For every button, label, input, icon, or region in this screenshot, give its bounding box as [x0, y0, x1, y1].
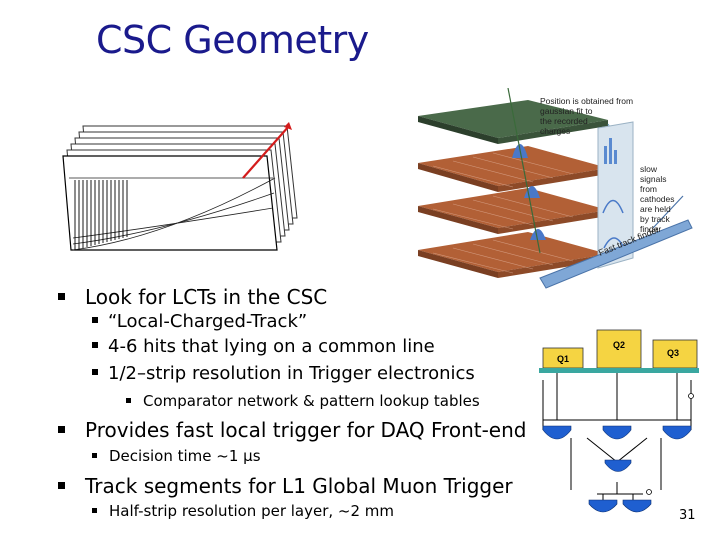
bullet-marker [92, 453, 97, 458]
csc-chamber-stack-figure [62, 122, 298, 251]
page-number: 31 [679, 508, 696, 523]
annotation-slow-signals-text: slow signals from cathodes are held by t… [640, 164, 675, 234]
bullet-marker [92, 317, 98, 323]
bullet-fast-local-trigger: Provides fast local trigger for DAQ Fron… [58, 418, 526, 442]
bullet-marker [58, 426, 65, 433]
bullet-decision-time: Decision time ~1 μs [92, 447, 261, 465]
detector-planes-figure: Position is obtained from gaussian fit t… [408, 88, 698, 303]
svg-text:Q1: Q1 [557, 354, 569, 364]
svg-text:Q2: Q2 [613, 340, 625, 350]
annotation-position-text: Position is obtained from gaussian fit t… [540, 96, 633, 136]
comparator-network-figure: Q1 Q2 Q3 [539, 329, 699, 513]
bullet-track-segments: Track segments for L1 Global Muon Trigge… [58, 474, 513, 498]
bullet-marker [126, 398, 131, 403]
svg-text:from: from [640, 184, 657, 194]
bullet-marker [92, 369, 98, 375]
bullet-marker [92, 342, 98, 348]
svg-text:gaussian fit to: gaussian fit to [540, 106, 593, 116]
bullet-comparator-network: Comparator network & pattern lookup tabl… [126, 392, 480, 410]
svg-text:signals: signals [640, 174, 666, 184]
svg-text:the recorded: the recorded [540, 116, 588, 126]
bullet-look-for-lcts: Look for LCTs in the CSC [58, 285, 327, 309]
bullet-local-charged-track: “Local-Charged-Track” [92, 311, 307, 332]
bullet-half-strip-resolution: 1/2–strip resolution in Trigger electron… [92, 363, 475, 384]
svg-text:finder: finder [640, 224, 661, 234]
svg-text:by track: by track [640, 214, 671, 224]
muon-track-line [242, 125, 290, 179]
svg-text:cathodes: cathodes [640, 194, 675, 204]
svg-text:are held: are held [640, 204, 671, 214]
bullet-half-strip-per-layer: Half-strip resolution per layer, ~2 mm [92, 502, 394, 520]
bullet-hits-common-line: 4-6 hits that lying on a common line [92, 336, 435, 357]
svg-text:Q3: Q3 [667, 348, 679, 358]
bullet-marker [58, 482, 65, 489]
svg-text:charges: charges [540, 126, 570, 136]
svg-text:slow: slow [640, 164, 658, 174]
page-title: CSC Geometry [96, 18, 369, 62]
bullet-marker [58, 293, 65, 300]
bullet-marker [92, 508, 97, 513]
svg-text:Position is obtained from: Position is obtained from [540, 96, 633, 106]
